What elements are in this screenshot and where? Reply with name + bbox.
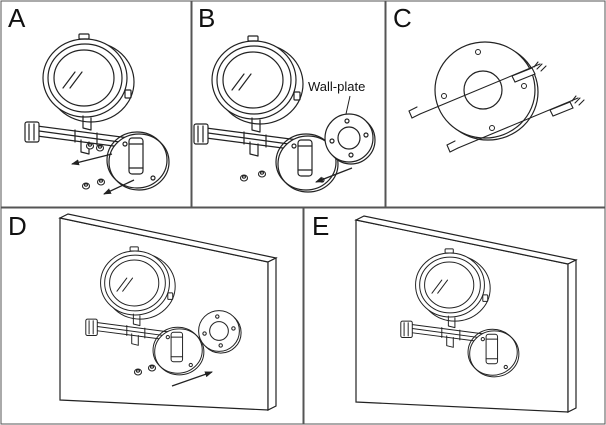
panel-b-label: B bbox=[198, 3, 216, 33]
panel-e-illustration bbox=[354, 215, 578, 413]
wall-board bbox=[355, 219, 569, 413]
panel-a-label: A bbox=[8, 3, 26, 33]
panel-c-frame bbox=[385, 0, 606, 208]
panel-b-frame bbox=[191, 0, 386, 208]
panel-a-frame bbox=[0, 0, 192, 208]
panel-c-illustration bbox=[408, 41, 585, 153]
callout-leader bbox=[345, 95, 351, 115]
panel-b-illustration bbox=[193, 35, 376, 193]
direction-arrow bbox=[171, 371, 213, 387]
panel-d-frame bbox=[0, 207, 304, 425]
panel-c-label: C bbox=[393, 3, 412, 33]
panel-a-illustration bbox=[24, 33, 170, 195]
panel-e-frame bbox=[303, 207, 606, 425]
panel-d-label: D bbox=[8, 211, 27, 241]
direction-arrow bbox=[315, 167, 353, 183]
panel-e-label: E bbox=[312, 211, 330, 241]
wall-board bbox=[59, 217, 269, 411]
direction-arrow bbox=[103, 179, 135, 195]
wall-plate-label: Wall-plate bbox=[308, 79, 366, 94]
panel-d-illustration bbox=[58, 213, 278, 411]
direction-arrow bbox=[71, 153, 113, 166]
